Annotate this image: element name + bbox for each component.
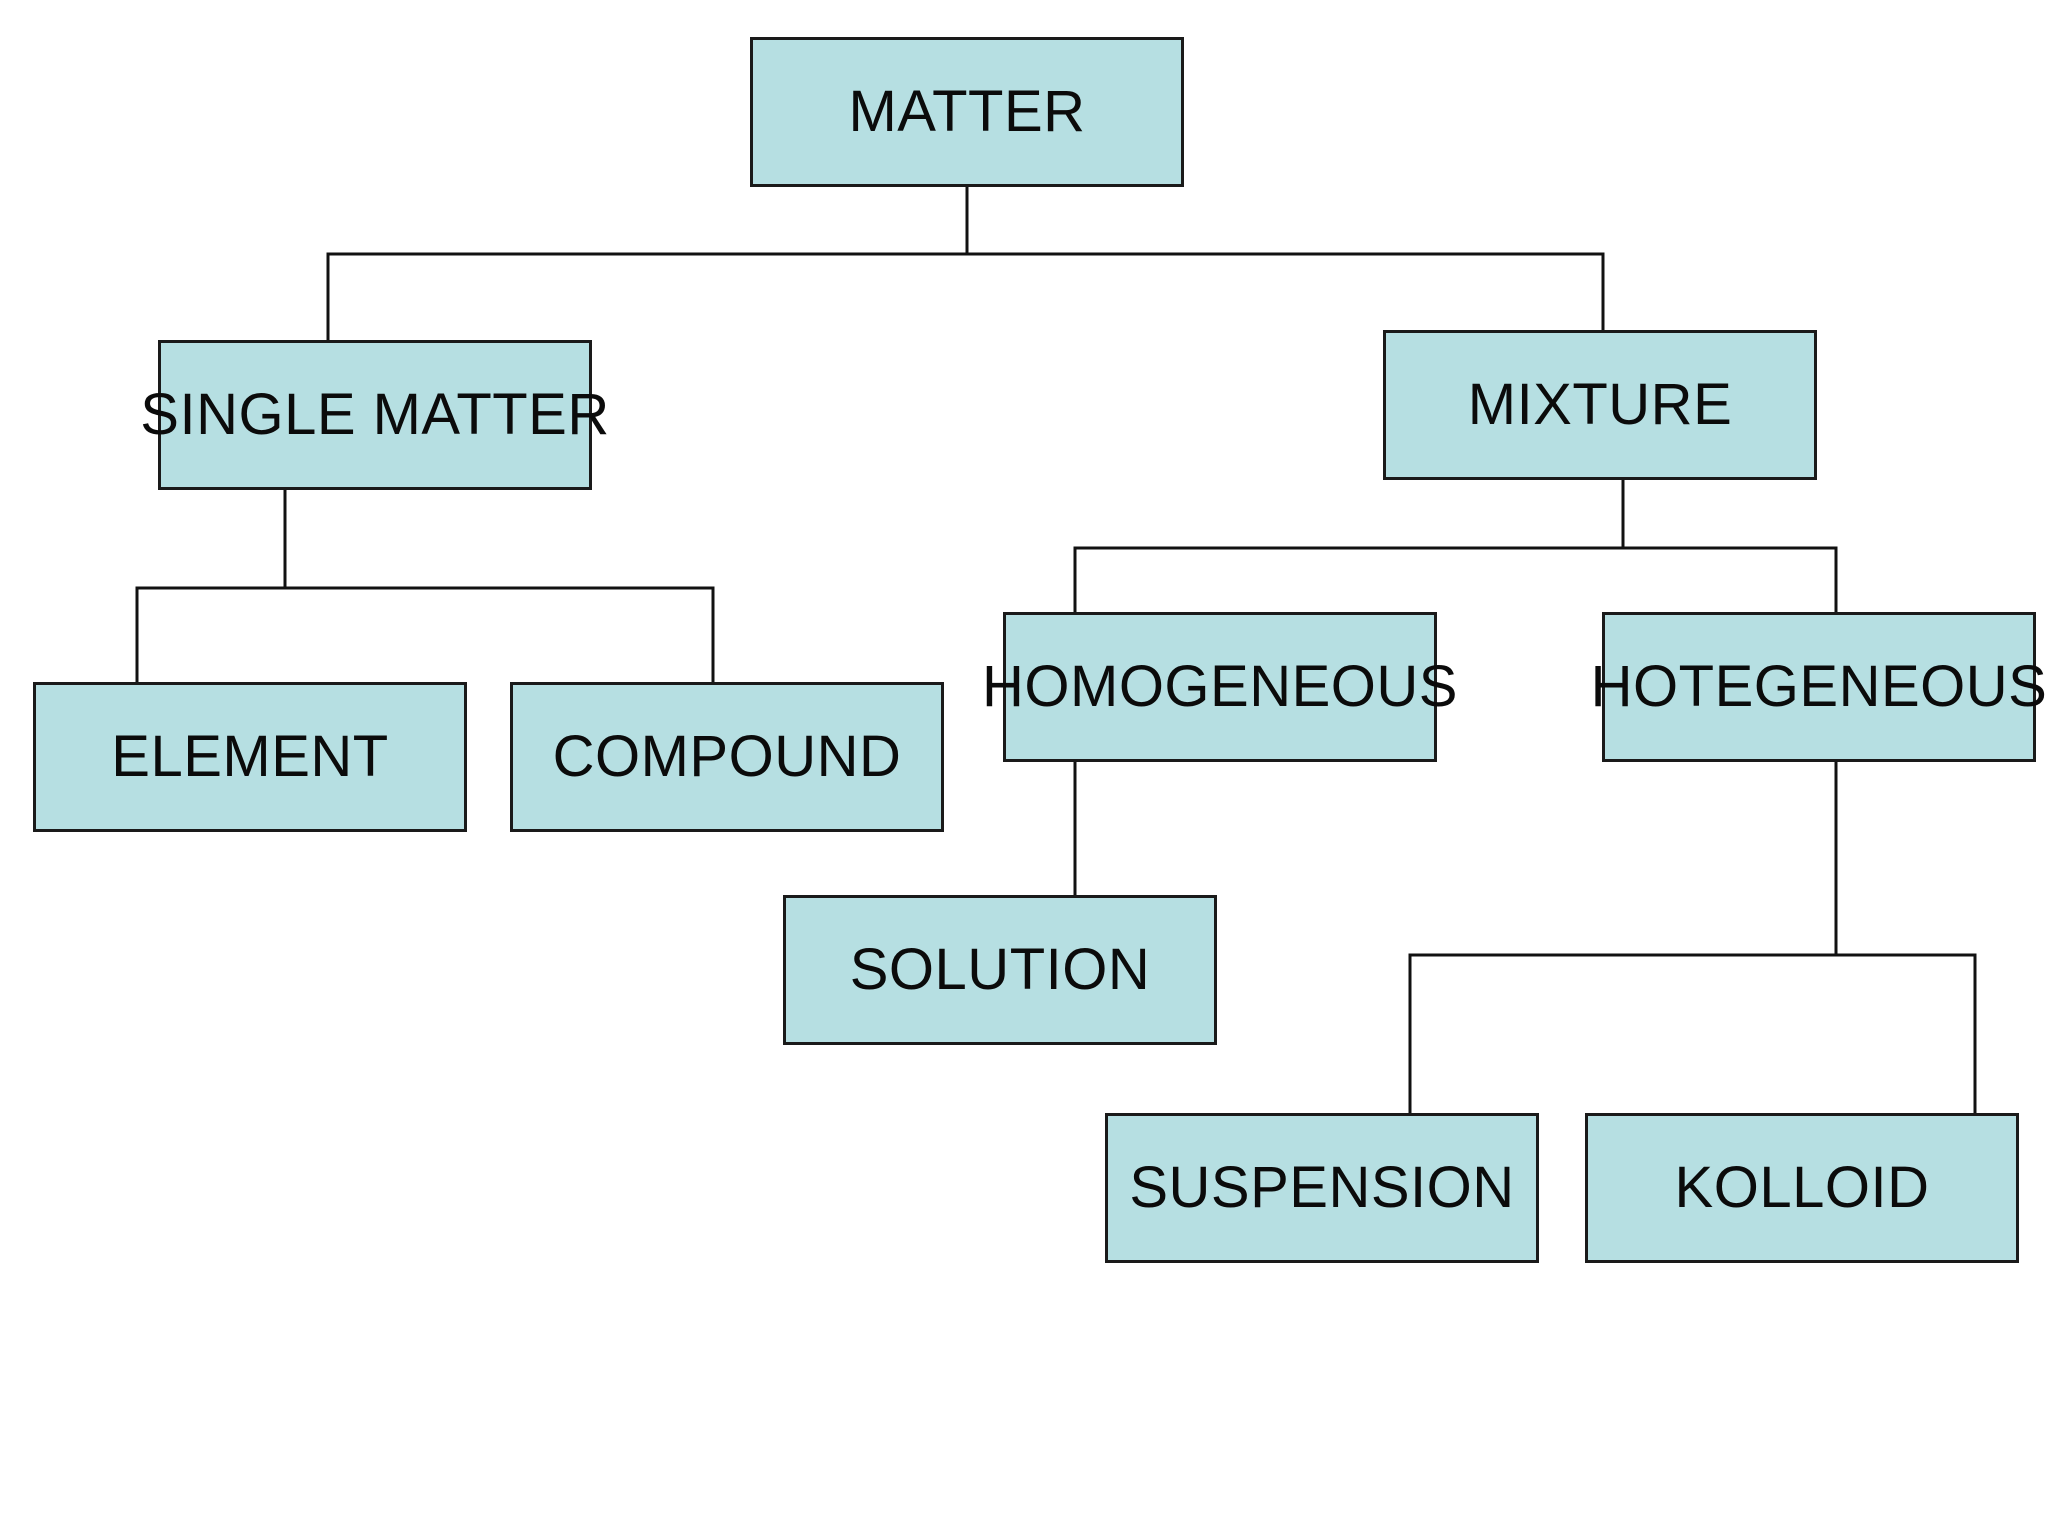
node-matter[interactable]: MATTER — [750, 37, 1184, 187]
node-mixture[interactable]: MIXTURE — [1383, 330, 1817, 480]
node-element[interactable]: ELEMENT — [33, 682, 467, 832]
node-matter-label: MATTER — [848, 79, 1086, 144]
node-suspension-label: SUSPENSION — [1129, 1155, 1515, 1220]
node-solution-label: SOLUTION — [849, 937, 1151, 1002]
node-homogeneous-label: HOMOGENEOUS — [982, 654, 1458, 719]
node-mixture-label: MIXTURE — [1467, 372, 1733, 437]
node-solution[interactable]: SOLUTION — [783, 895, 1217, 1045]
node-single-matter[interactable]: SINGLE MATTER — [140, 340, 609, 490]
node-hotegeneous-label: HOTEGENEOUS — [1590, 654, 2048, 719]
node-compound-label: COMPOUND — [552, 724, 902, 789]
node-element-label: ELEMENT — [111, 724, 389, 789]
node-hotegeneous[interactable]: HOTEGENEOUS — [1591, 612, 2047, 762]
node-kolloid[interactable]: KOLLOID — [1585, 1113, 2019, 1263]
node-compound[interactable]: COMPOUND — [510, 682, 944, 832]
node-single-matter-label: SINGLE MATTER — [140, 382, 610, 447]
node-kolloid-label: KOLLOID — [1674, 1155, 1930, 1220]
node-suspension[interactable]: SUSPENSION — [1105, 1113, 1539, 1263]
node-homogeneous[interactable]: HOMOGENEOUS — [982, 612, 1458, 762]
